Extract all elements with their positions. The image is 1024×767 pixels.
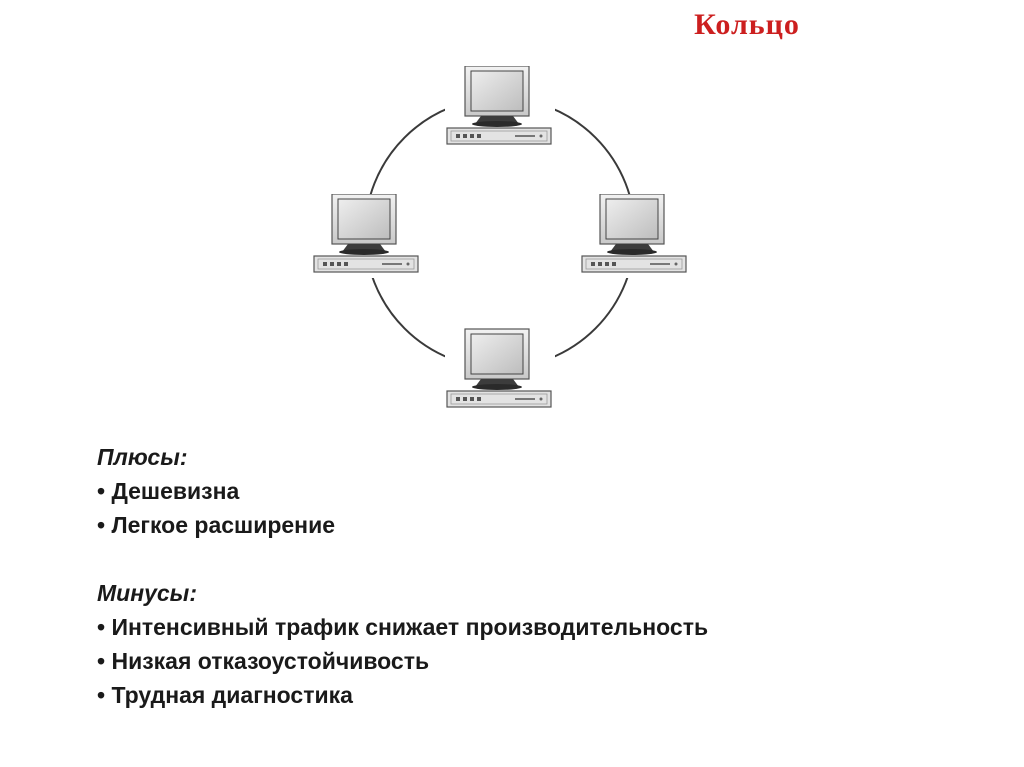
- pros-cons-text: Плюсы: Дешевизна Легкое расширение Минус…: [97, 440, 977, 712]
- cons-heading: Минусы:: [97, 580, 197, 606]
- computer-left: [312, 194, 419, 278]
- computer-right: [580, 194, 687, 278]
- pros-heading: Плюсы:: [97, 444, 188, 470]
- pros-item: Легкое расширение: [97, 508, 977, 542]
- computer-bottom: [445, 326, 555, 412]
- section-gap: [97, 542, 977, 576]
- cons-item: Низкая отказоустойчивость: [97, 644, 977, 678]
- pros-item: Дешевизна: [97, 474, 977, 508]
- slide-title: Кольцо: [694, 8, 800, 41]
- computer-top: [445, 66, 555, 146]
- cons-item: Интенсивный трафик снижает производитель…: [97, 610, 977, 644]
- cons-item: Трудная диагностика: [97, 678, 977, 712]
- cons-list: Интенсивный трафик снижает производитель…: [97, 610, 977, 712]
- pros-list: Дешевизна Легкое расширение: [97, 474, 977, 542]
- ring-topology-diagram: [312, 66, 687, 412]
